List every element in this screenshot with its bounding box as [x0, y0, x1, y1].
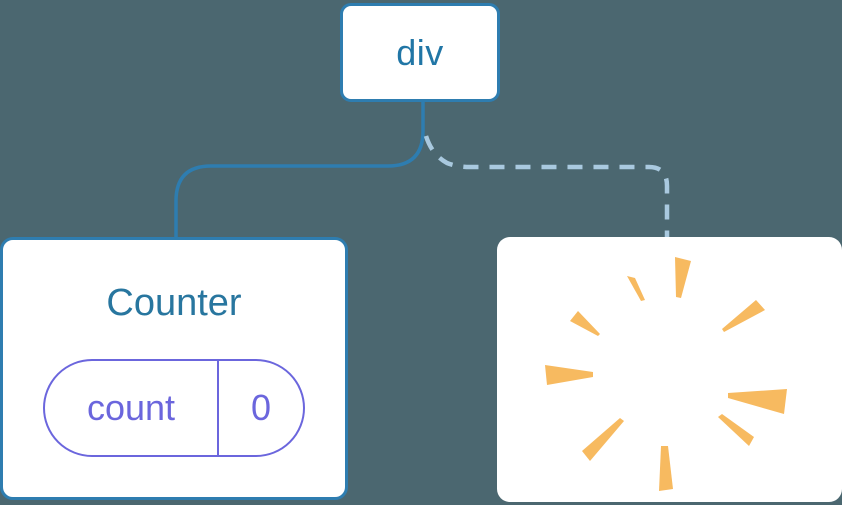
edge-solid-div-to-counter — [174, 99, 425, 241]
div-node-label: div — [396, 31, 444, 73]
state-pill: count 0 — [43, 359, 305, 457]
tree-node-counter: Counter count 0 — [0, 237, 348, 500]
poof-icon — [545, 257, 787, 491]
tree-node-removed — [497, 237, 842, 502]
tree-node-div: div — [340, 3, 500, 102]
state-key-label: count — [45, 361, 219, 455]
state-value-label: 0 — [250, 387, 272, 428]
edge-dashed-div-to-removed — [423, 135, 670, 240]
counter-node-title: Counter — [106, 282, 242, 324]
